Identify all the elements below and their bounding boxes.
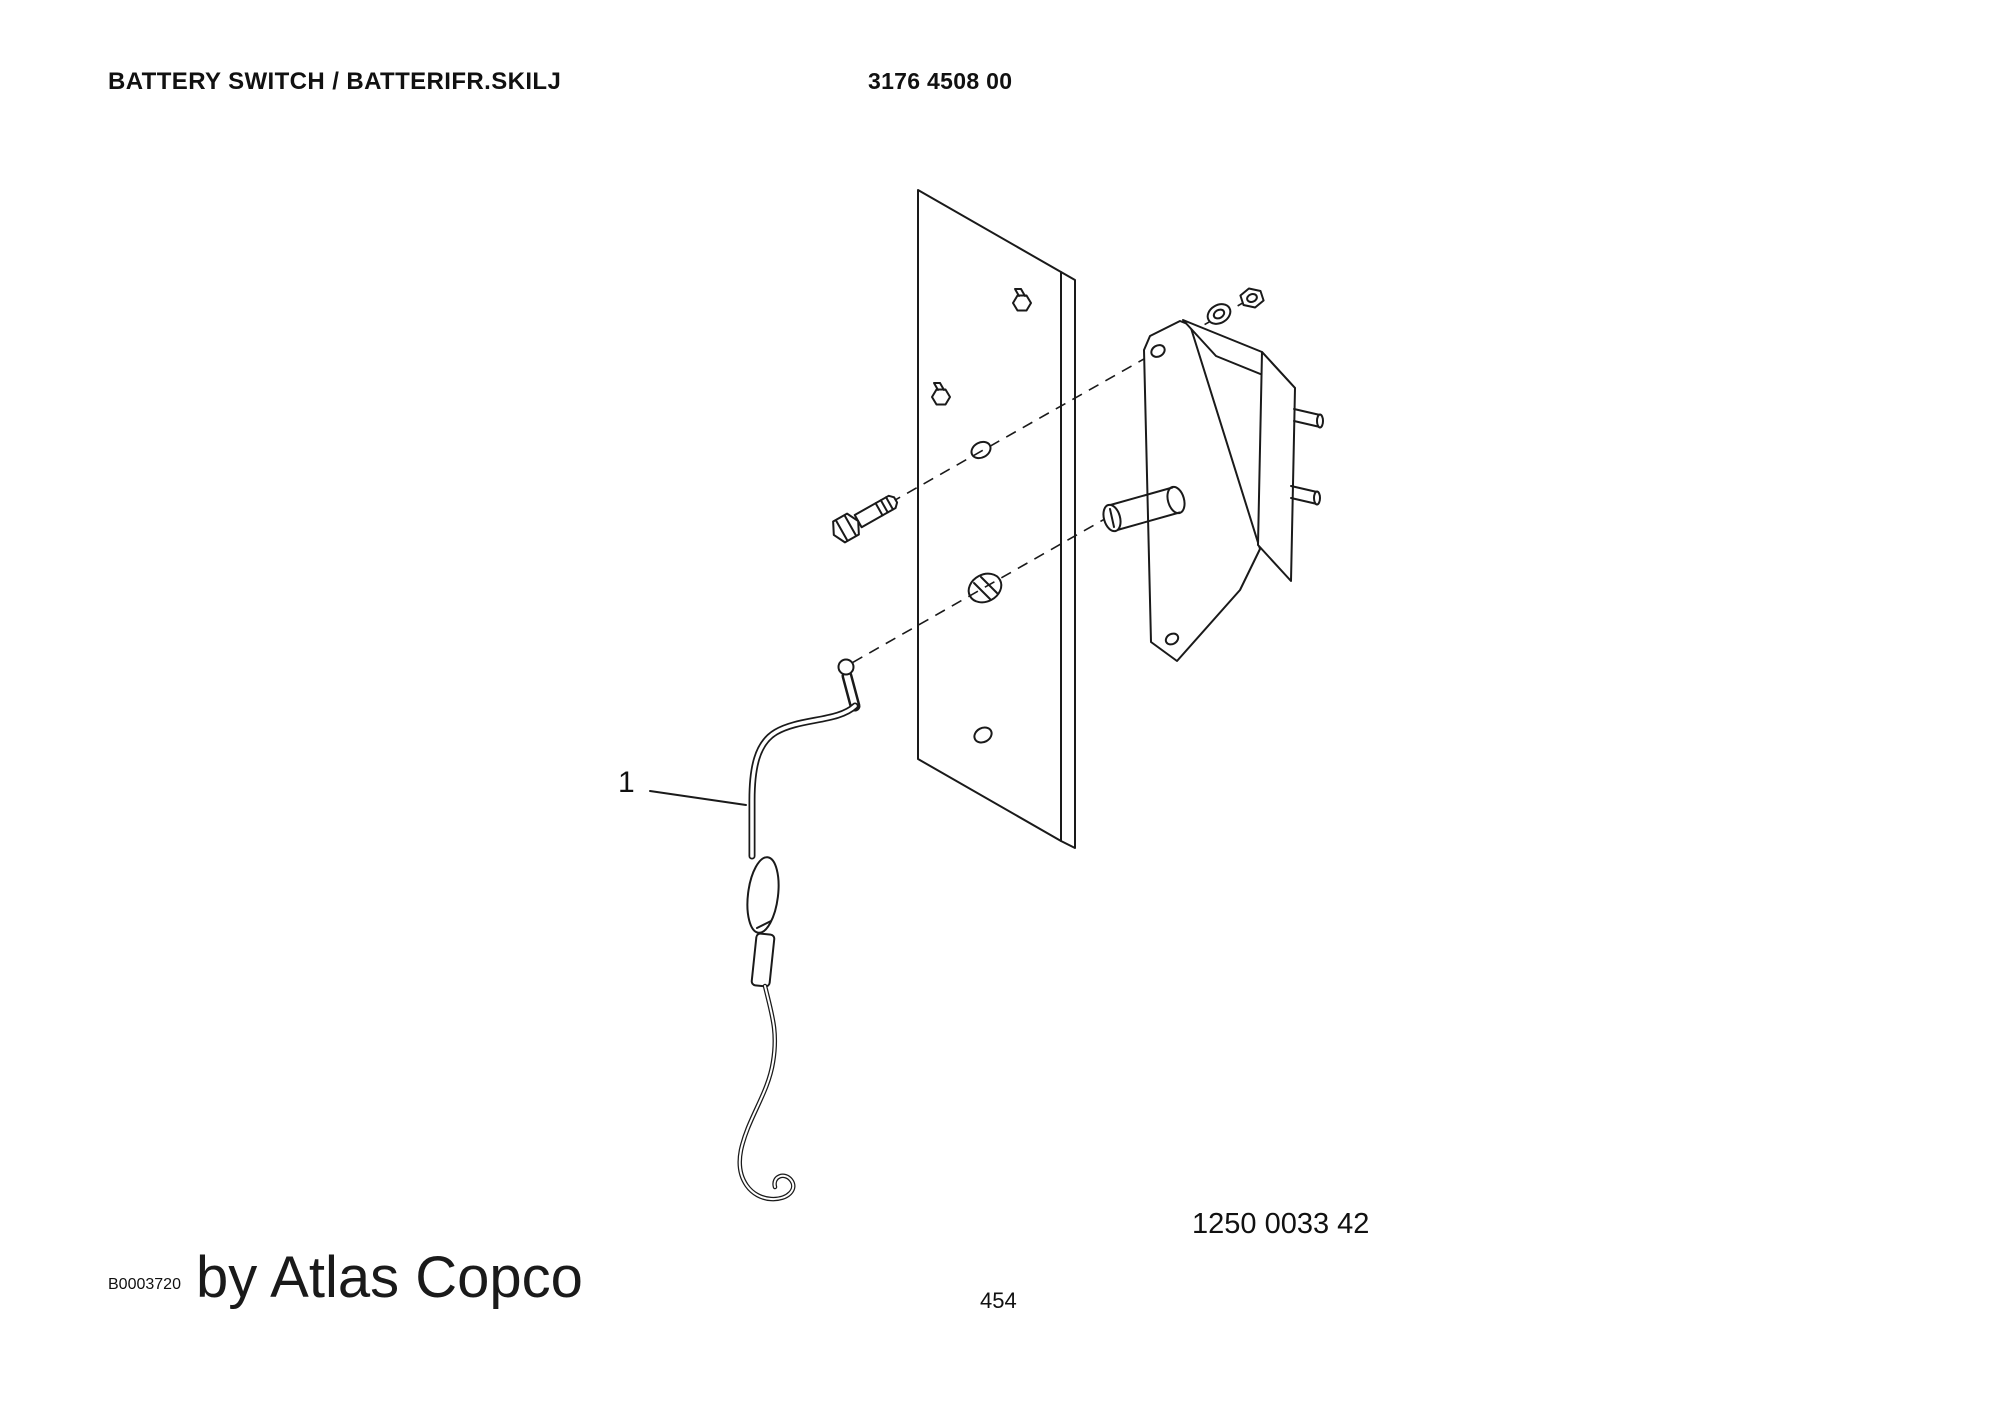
header-part-number: 3176 4508 00 (868, 68, 1013, 94)
bracket-hole-bottom (1164, 632, 1180, 646)
shaft-axis-line (849, 515, 1111, 665)
switch-shaft-cylinder (1102, 485, 1186, 533)
page-title: BATTERY SWITCH / BATTERIFR.SKILJ (108, 68, 562, 95)
hex-bolt (832, 494, 899, 544)
switch-body-right-face (1257, 351, 1296, 582)
panel-screw-middle (931, 382, 951, 406)
bolt-axis-line (873, 299, 1249, 513)
brand-text: by Atlas Copco (196, 1245, 583, 1310)
battery-switch-assembly (1102, 319, 1324, 662)
key-cable-assembly (737, 658, 861, 1202)
hook-link (746, 856, 780, 934)
panel-front-face (917, 189, 1062, 842)
assembly-axis-lines (849, 299, 1249, 665)
crimp-sleeve (750, 932, 776, 988)
panel-hole-bolt (970, 440, 992, 460)
bracket-hole-top (1150, 344, 1166, 358)
panel-hole-lower (973, 726, 993, 744)
page-number: 454 (980, 1288, 1017, 1313)
hex-nut (1239, 287, 1265, 309)
callout-1-leader-line (649, 790, 747, 806)
washer (1206, 303, 1232, 325)
panel-screw-top (1012, 288, 1032, 312)
terminal-stud-lower (1290, 485, 1321, 506)
terminal-stud-upper (1293, 408, 1324, 429)
key-pin-head (837, 658, 855, 676)
drawing-reference-number: 1250 0033 42 (1192, 1208, 1370, 1240)
callout-1-label: 1 (618, 766, 635, 799)
panel-side-face (1060, 271, 1076, 849)
pull-rod (748, 702, 859, 860)
pull-cable (737, 983, 796, 1202)
mounting-panel (917, 189, 1076, 849)
figure-code: B0003720 (108, 1276, 181, 1293)
mounting-bracket (1143, 320, 1261, 662)
